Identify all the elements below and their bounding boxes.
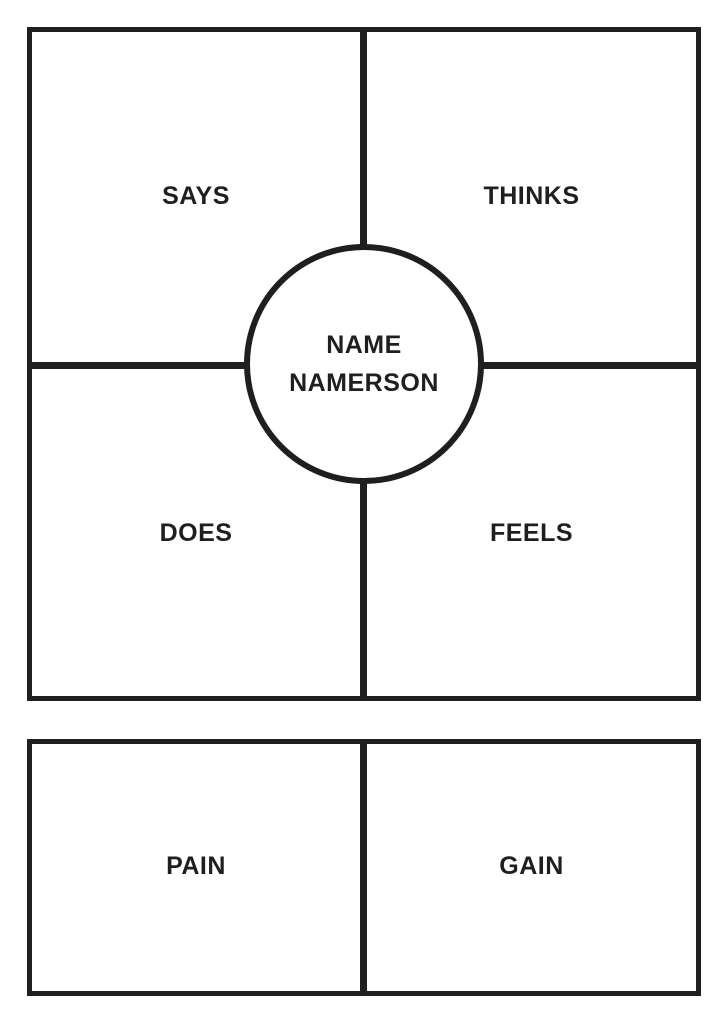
persona-last-name: NAMERSON [289, 369, 439, 397]
persona-circle: NAME NAMERSON [244, 244, 484, 484]
persona-first-name: NAME [326, 331, 402, 359]
does-label: DOES [159, 519, 233, 547]
feels-quadrant: FEELS [367, 369, 696, 696]
pain-box: PAIN [32, 744, 360, 991]
bottom-grid-border-right [696, 739, 701, 996]
gain-label: GAIN [499, 852, 564, 880]
gain-box: GAIN [367, 744, 696, 991]
pain-label: PAIN [166, 852, 226, 880]
thinks-quadrant: THINKS [367, 32, 696, 362]
feels-label: FEELS [489, 519, 574, 547]
bottom-grid-border-left [27, 739, 32, 996]
says-quadrant: SAYS [32, 32, 360, 362]
bottom-vertical-divider [360, 739, 367, 996]
says-label: SAYS [162, 182, 230, 210]
thinks-label: THINKS [483, 182, 580, 210]
does-quadrant: DOES [32, 369, 360, 696]
